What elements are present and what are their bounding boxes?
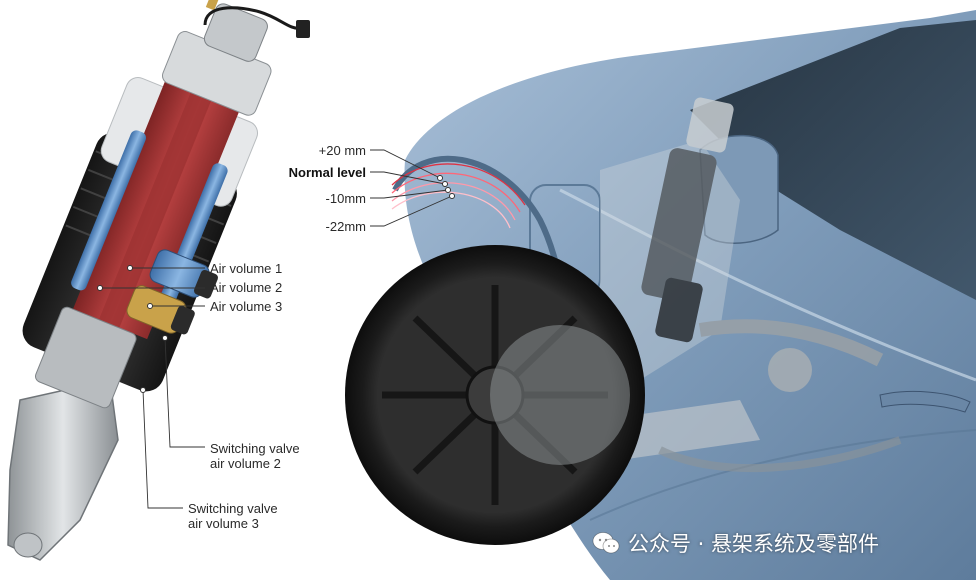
watermark: 公众号 · 悬架系统及零部件 <box>592 528 879 558</box>
air-fitting <box>205 0 222 11</box>
label-switching-valve-3-line1: Switching valve <box>188 501 278 516</box>
component-leaders <box>100 267 205 509</box>
watermark-text: 公众号 · 悬架系统及零部件 <box>628 532 880 556</box>
label-level-minus-10: -10mm <box>325 191 366 206</box>
door-handle <box>879 391 971 413</box>
label-air-volume-2: Air volume 2 <box>210 280 283 295</box>
air-volume-2-chamber <box>71 130 147 291</box>
label-switching-valve-2-line2: air volume 2 <box>210 456 281 471</box>
level-dots <box>437 175 455 199</box>
connector-cable <box>203 6 301 30</box>
brake-disc <box>490 325 630 465</box>
label-level-normal: Normal level <box>288 165 366 180</box>
label-air-volume-3: Air volume 3 <box>210 299 283 314</box>
label-switching-valve-3-line2: air volume 3 <box>188 516 259 531</box>
ride-level-arcs <box>391 163 526 229</box>
windshield <box>690 20 976 300</box>
label-switching-valve-2-line1: Switching valve <box>210 441 300 456</box>
component-dots <box>97 265 168 393</box>
valve-block <box>203 3 268 62</box>
level-leaders <box>370 149 453 227</box>
label-level-plus-20: +20 mm <box>318 143 366 158</box>
label-level-minus-22: -22mm <box>325 219 366 234</box>
car-suspension-ghost <box>600 97 902 473</box>
connector-plug <box>296 20 310 38</box>
wechat-icon <box>592 532 620 554</box>
label-air-volume-1: Air volume 1 <box>210 261 283 276</box>
